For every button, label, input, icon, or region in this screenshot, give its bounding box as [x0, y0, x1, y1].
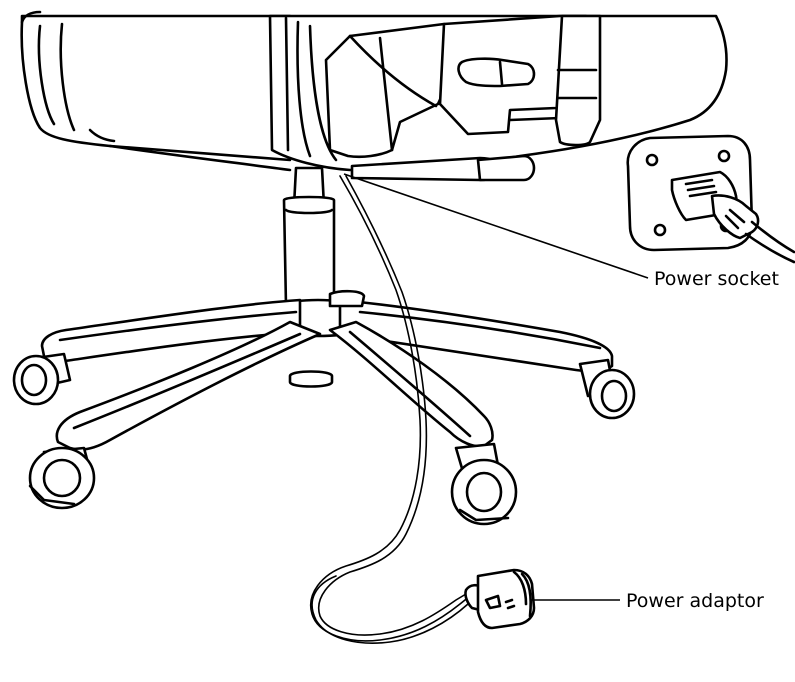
power-socket-label: Power socket	[654, 268, 779, 290]
caster-left	[12, 352, 72, 406]
gas-cylinder	[282, 166, 336, 312]
caster-right	[578, 358, 636, 420]
power-cable	[309, 175, 471, 644]
power-adaptor-label: Power adaptor	[626, 590, 764, 612]
power-socket-detail	[626, 134, 795, 264]
caster-front-right	[450, 442, 518, 526]
power-adaptor	[464, 568, 536, 630]
power-socket-leader	[343, 173, 649, 279]
chair-seat	[20, 10, 728, 182]
caster-front-left	[28, 446, 96, 510]
chair-base	[40, 289, 614, 451]
